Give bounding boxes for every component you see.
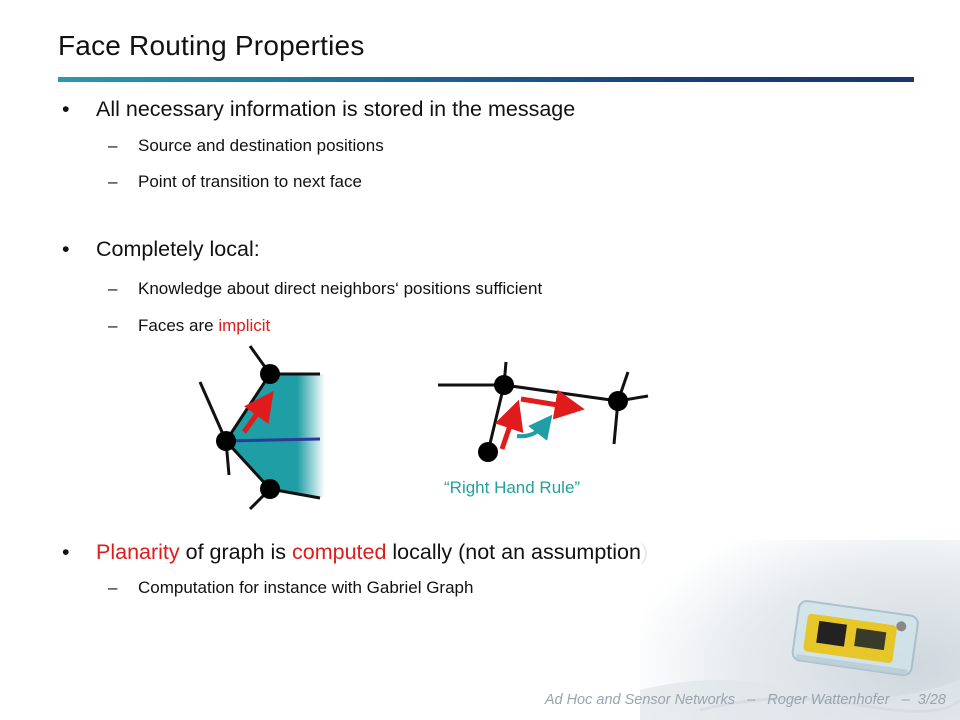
- graph-edge: [616, 371, 630, 402]
- face-edge: [198, 381, 228, 442]
- bullet-3-text: Planarity of graph is computed locally (…: [96, 540, 648, 565]
- highlight-implicit: implicit: [218, 316, 271, 335]
- sub-text: Faces are implicit: [138, 316, 270, 336]
- sensor-node-image: [640, 540, 960, 720]
- face-edge: [224, 439, 272, 491]
- red-arrow-up: [494, 399, 524, 450]
- graph-edge: [617, 394, 649, 403]
- face-edge: [248, 487, 272, 511]
- sub-text: Knowledge about direct neighbors‘ positi…: [138, 279, 543, 298]
- red-arrow-right: [520, 389, 585, 420]
- sub-dash: –: [108, 136, 118, 155]
- slide-title: Face Routing Properties: [58, 30, 365, 61]
- bullet-1-text: All necessary information is stored in t…: [96, 97, 576, 121]
- footer: Ad Hoc and Sensor Networks – Roger Watte…: [545, 692, 946, 708]
- title-underline: [58, 77, 914, 82]
- highlight-computed: computed: [292, 540, 387, 564]
- bullet-marker: •: [62, 97, 70, 121]
- sub-text: Point of transition to next face: [138, 172, 362, 191]
- footer-page-number: 3/28: [917, 692, 946, 708]
- sub-text: Source and destination positions: [138, 136, 384, 155]
- graph-edge: [502, 361, 508, 386]
- teal-turn-arrow: [516, 414, 553, 441]
- bullet-3-text-part: of graph is: [179, 540, 292, 564]
- footer-separator: –: [901, 692, 910, 708]
- red-arrow: [241, 390, 274, 434]
- face-inner-line: [225, 437, 321, 443]
- footer-separator: –: [747, 692, 756, 708]
- face-edge: [269, 487, 321, 500]
- graph-edge: [486, 384, 506, 453]
- bullet-3-text-part: locally (not an assumption): [386, 540, 649, 564]
- node: [216, 431, 236, 451]
- highlight-planarity: Planarity: [96, 540, 180, 564]
- bullet-marker: •: [62, 237, 70, 261]
- face-edge: [224, 440, 231, 476]
- bullet-2-text: Completely local:: [96, 237, 260, 261]
- face-edge: [224, 373, 272, 442]
- graph-edge: [503, 383, 619, 403]
- sub-text-prefix: Faces are: [138, 316, 219, 335]
- footer-author: Roger Wattenhofer: [767, 692, 890, 708]
- right-hand-rule-caption: “Right Hand Rule”: [444, 478, 581, 497]
- face-region: [226, 374, 325, 498]
- bullet-marker: •: [62, 540, 70, 564]
- sub-dash: –: [108, 578, 118, 597]
- node: [260, 479, 280, 499]
- node: [608, 391, 628, 411]
- sub-text: Computation for instance with Gabriel Gr…: [138, 578, 474, 597]
- face-edge: [248, 345, 272, 375]
- node: [478, 442, 498, 462]
- footer-course: Ad Hoc and Sensor Networks: [544, 692, 736, 708]
- node: [494, 375, 514, 395]
- sub-dash: –: [108, 316, 118, 335]
- sub-dash: –: [108, 279, 118, 298]
- sub-dash: –: [108, 172, 118, 191]
- node: [260, 364, 280, 384]
- graph-edge: [612, 400, 620, 445]
